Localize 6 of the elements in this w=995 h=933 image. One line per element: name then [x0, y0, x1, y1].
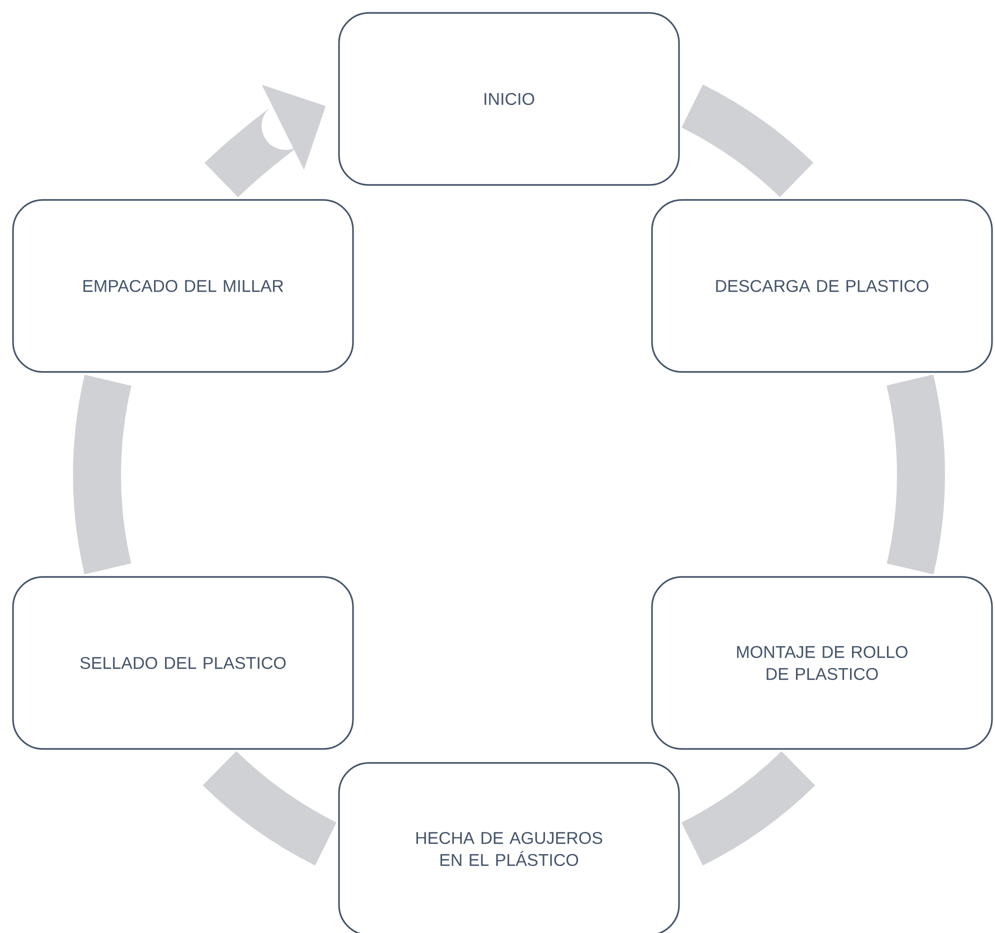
process-box: SELLADO DEL PLASTICO	[12, 576, 354, 750]
process-box: DESCARGA DE PLASTICO	[651, 199, 993, 373]
process-box: HECHA DE AGUJEROS EN EL PLÁSTICO	[338, 762, 680, 933]
process-box: INICIO	[338, 12, 680, 186]
process-box: MONTAJE DE ROLLO DE PLASTICO	[651, 576, 993, 750]
process-box: EMPACADO DEL MILLAR	[12, 199, 354, 373]
